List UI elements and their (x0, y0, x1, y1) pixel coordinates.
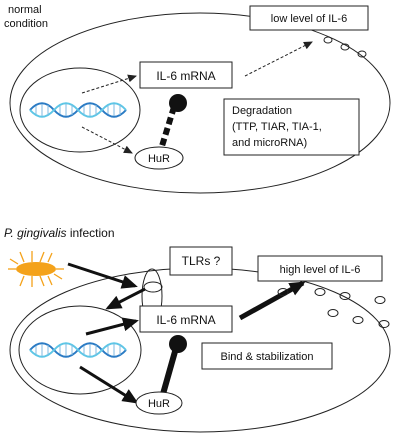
receptor-label: TLRs ? (182, 254, 221, 268)
binding-box (201, 342, 333, 370)
degradation-line1: Degradation (232, 105, 292, 117)
il6-molecule-icon (277, 288, 390, 328)
dna-to-hur-arrow (79, 365, 139, 404)
receptor-box (169, 246, 233, 276)
output-label: low level of IL-6 (271, 13, 347, 25)
dna-helix-icon (29, 342, 127, 358)
bacterium-icon (8, 251, 64, 287)
mrna-binding-site (169, 94, 187, 112)
il6-molecule-icon (323, 36, 367, 58)
dna-to-mrna-arrow (85, 317, 139, 336)
output-box (249, 5, 369, 31)
hur-label: HuR (148, 398, 170, 410)
bottom-panel: P. gingivalis infection TLRs ? (4, 226, 391, 433)
hur-protein (135, 391, 183, 415)
condition-label-line1: normal (8, 4, 42, 16)
infection-rest: infection (66, 226, 114, 240)
infection-italic: P. gingivalis (4, 226, 66, 240)
degradation-line2: (TTP, TIAR, TIA-1, (232, 121, 322, 133)
degradation-line3: and microRNA) (232, 137, 307, 149)
hur-protein (134, 146, 184, 170)
dna-to-mrna-arrow (81, 74, 137, 94)
dna-to-hur-arrow (81, 126, 133, 154)
mrna-binding-site (169, 335, 187, 353)
top-panel: normal condition IL-6 mRNA HuR Degradati… (4, 4, 391, 194)
weak-binding-connector (159, 106, 177, 147)
infection-to-receptor-arrow (67, 262, 138, 289)
condition-label-line2: condition (4, 18, 48, 30)
dna-helix-icon (29, 102, 127, 118)
nucleus-outline (18, 305, 142, 395)
infection-label: P. gingivalis infection (4, 226, 115, 240)
output-box (257, 255, 383, 282)
nucleus-outline (19, 67, 141, 153)
output-label: high level of IL-6 (280, 264, 361, 276)
receptor-to-nucleus-arrow (105, 287, 146, 310)
degradation-box (223, 98, 360, 156)
strong-binding-connector (160, 347, 179, 395)
secretion-arrow (244, 41, 313, 77)
secretion-arrow (238, 280, 306, 321)
mrna-label: IL-6 mRNA (156, 69, 215, 83)
cell-outline (9, 267, 391, 433)
binding-label: Bind & stabilization (221, 351, 314, 363)
mrna-box (139, 61, 233, 89)
cell-outline (9, 12, 391, 194)
mrna-box (139, 305, 233, 333)
hur-label: HuR (148, 153, 170, 165)
mrna-label: IL-6 mRNA (156, 313, 215, 327)
